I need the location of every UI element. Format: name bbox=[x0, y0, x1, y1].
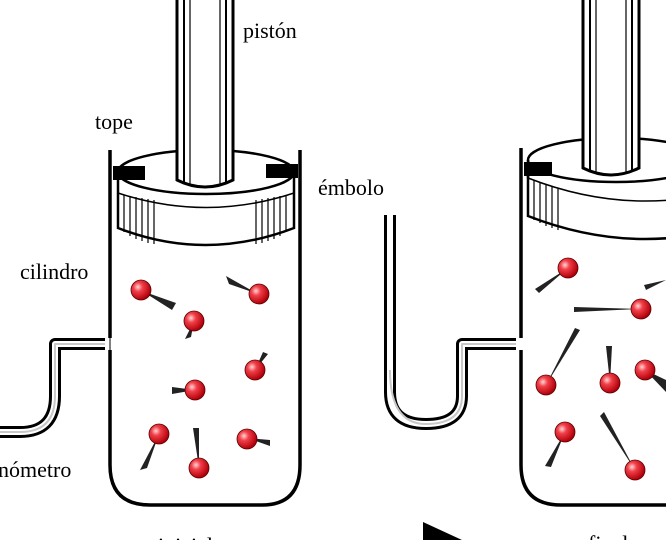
piston-rod-left bbox=[175, 0, 235, 189]
label-piston: pistón bbox=[243, 18, 297, 43]
particle bbox=[599, 346, 621, 394]
particle bbox=[244, 352, 268, 381]
label-final: final bbox=[588, 531, 628, 540]
label-stop: tope bbox=[95, 109, 133, 134]
stop-right bbox=[524, 162, 552, 176]
particle bbox=[644, 280, 666, 290]
gas-particles-left bbox=[130, 276, 270, 479]
label-manometer: nómetro bbox=[0, 457, 71, 482]
initial-state-apparatus bbox=[0, 0, 302, 507]
piston-rod-right bbox=[581, 0, 641, 177]
stop-left-a bbox=[113, 166, 145, 180]
particle bbox=[188, 428, 210, 479]
particle bbox=[130, 279, 176, 310]
state-arrow-icon bbox=[423, 522, 462, 540]
label-cylinder: cilindro bbox=[20, 259, 88, 284]
particle bbox=[140, 423, 170, 470]
particle bbox=[183, 310, 205, 339]
manometer-left bbox=[0, 338, 110, 438]
particle bbox=[634, 359, 666, 392]
particle bbox=[236, 428, 270, 450]
particle bbox=[545, 421, 576, 467]
cylinder-right bbox=[519, 148, 666, 507]
label-plunger: émbolo bbox=[318, 175, 384, 200]
manometer-right bbox=[384, 215, 521, 430]
particle bbox=[172, 379, 206, 401]
label-initial: inicial bbox=[158, 533, 213, 540]
particle bbox=[226, 276, 270, 305]
final-state-apparatus bbox=[384, 0, 666, 507]
particle bbox=[535, 328, 580, 396]
particle bbox=[574, 298, 652, 320]
stop-left-b bbox=[266, 164, 298, 178]
particle bbox=[600, 412, 646, 481]
particle bbox=[535, 257, 579, 293]
gas-particles-right bbox=[535, 257, 666, 481]
